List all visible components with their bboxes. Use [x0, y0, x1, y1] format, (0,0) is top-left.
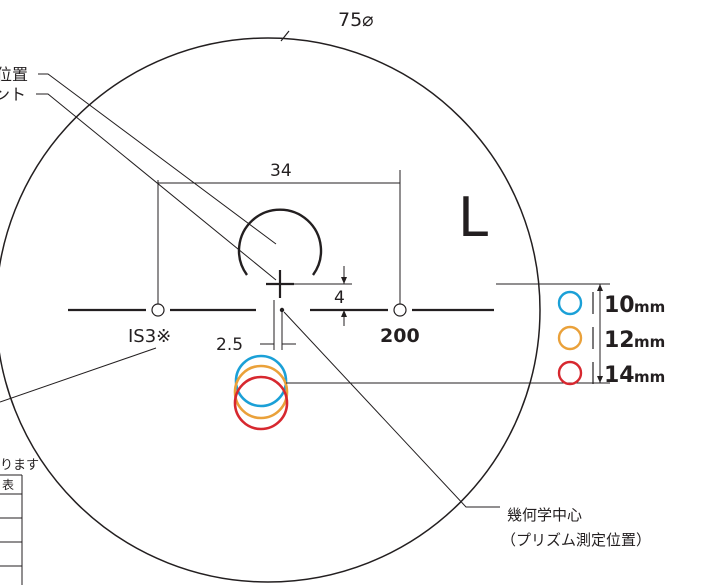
legend-size-10: 10	[604, 293, 635, 318]
partial-table-header: 表	[2, 478, 14, 492]
dimension-34-label: 34	[270, 161, 292, 181]
is3-label: IS3※	[128, 326, 171, 347]
geometric-center-leader	[283, 311, 500, 508]
geometric-center-label: 幾何学中心	[507, 506, 582, 524]
reference-dot-left	[151, 303, 165, 317]
diameter-label: 75⌀	[338, 9, 374, 31]
partial-table: ります 表	[0, 458, 39, 585]
partial-label-position: 位置	[0, 65, 28, 84]
diameter-tick	[280, 30, 290, 42]
fitting-point-cross	[266, 270, 294, 298]
geometric-center-dot	[279, 307, 285, 313]
partial-note-text: ります	[0, 458, 39, 473]
dimension-34	[157, 170, 401, 304]
dimension-4-label: 4	[334, 288, 345, 308]
legend-circle-10mm	[557, 290, 583, 316]
measurement-circle-10mm	[234, 354, 288, 408]
near-vision-arc	[237, 208, 323, 276]
dimension-4	[294, 266, 352, 326]
measurement-reference-lines	[286, 283, 610, 384]
legend-unit-12: mm	[634, 333, 665, 351]
is3-leader-line	[0, 347, 157, 403]
legend-size-14: 14	[604, 363, 635, 388]
leader-lines-top-left	[36, 73, 277, 281]
side-label-L: L	[458, 186, 488, 249]
measurement-circle-14mm	[233, 375, 289, 431]
legend: 10 mm 12 mm 14 mm	[557, 290, 665, 388]
label-200: 200	[380, 325, 420, 347]
lens-outline	[0, 37, 541, 583]
legend-unit-14: mm	[634, 368, 665, 386]
legend-size-12: 12	[604, 328, 635, 353]
dimension-2-5	[260, 300, 296, 350]
legend-circle-14mm	[557, 360, 583, 386]
legend-circle-12mm	[557, 325, 583, 351]
reference-dot-right	[393, 303, 407, 317]
legend-unit-10: mm	[634, 298, 665, 316]
partial-label-point: ント	[0, 85, 26, 104]
geometric-center-sublabel: （プリズム測定位置）	[501, 531, 651, 549]
measurement-circle-12mm	[233, 364, 289, 420]
dimension-2-5-label: 2.5	[216, 335, 243, 355]
